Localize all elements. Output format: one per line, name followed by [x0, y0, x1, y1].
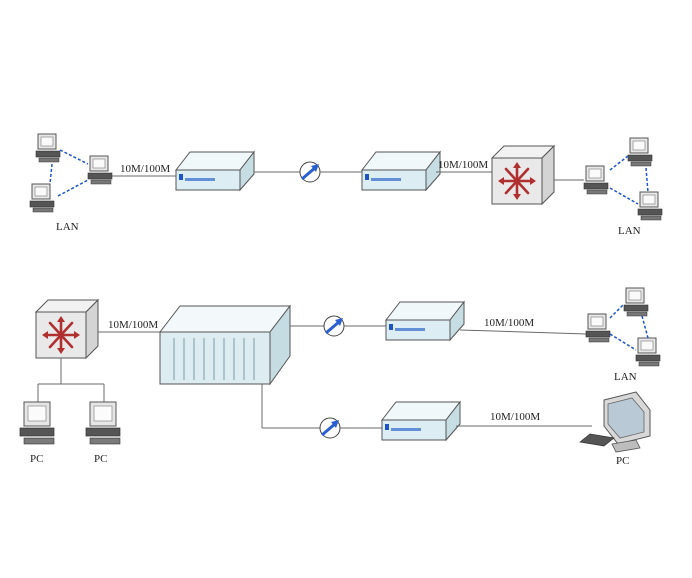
pc-icon	[635, 337, 661, 367]
lan-link-dashed	[609, 303, 625, 319]
converter-chassis-icon	[158, 304, 292, 386]
media-converter-icon	[381, 401, 461, 441]
fiber-link-icon	[322, 314, 346, 338]
lan-link-dashed	[57, 179, 89, 197]
router-icon	[34, 298, 100, 360]
lan-label-bottom: LAN	[614, 371, 637, 383]
lan-label-right: LAN	[618, 225, 641, 237]
link-speed-label: 10M/100M	[490, 411, 540, 423]
link-speed-label: 10M/100M	[438, 159, 488, 171]
media-converter-icon	[175, 151, 255, 191]
lan-link-dashed	[609, 155, 629, 171]
pc-label: PC	[30, 453, 43, 465]
pc-icon	[29, 183, 55, 213]
lan-link-dashed	[609, 187, 639, 205]
pc-icon	[637, 191, 663, 221]
crt-workstation-icon	[579, 391, 651, 453]
router-icon	[490, 144, 556, 206]
desktop-pc-icon	[19, 401, 55, 445]
link-line	[459, 329, 587, 335]
lan-cluster-right	[583, 137, 663, 221]
lan-label-left: LAN	[56, 221, 79, 233]
fiber-link-icon	[318, 416, 342, 440]
lan-link-dashed	[49, 163, 53, 185]
pc-icon	[583, 165, 609, 195]
pc-label: PC	[94, 453, 107, 465]
pc-icon	[623, 287, 649, 317]
pc-icon	[585, 313, 611, 343]
media-converter-icon	[361, 151, 441, 191]
lan-link-dashed	[59, 149, 89, 165]
pc-icon	[35, 133, 61, 163]
lan-link-dashed	[609, 333, 637, 351]
pc-icon	[627, 137, 653, 167]
lan-link-dashed	[645, 167, 649, 193]
fiber-link-icon	[298, 160, 322, 184]
lan-link-dashed	[641, 315, 649, 339]
link-speed-label: 10M/100M	[108, 319, 158, 331]
link-speed-label: 10M/100M	[120, 163, 170, 175]
pc-icon	[87, 155, 113, 185]
pc-label: PC	[616, 455, 629, 467]
media-converter-icon	[385, 301, 465, 341]
link-speed-label: 10M/100M	[484, 317, 534, 329]
lan-cluster-left	[29, 133, 113, 213]
router-pc-branch	[37, 358, 105, 402]
desktop-pc-icon	[85, 401, 121, 445]
lan-cluster-bottom	[585, 287, 661, 367]
